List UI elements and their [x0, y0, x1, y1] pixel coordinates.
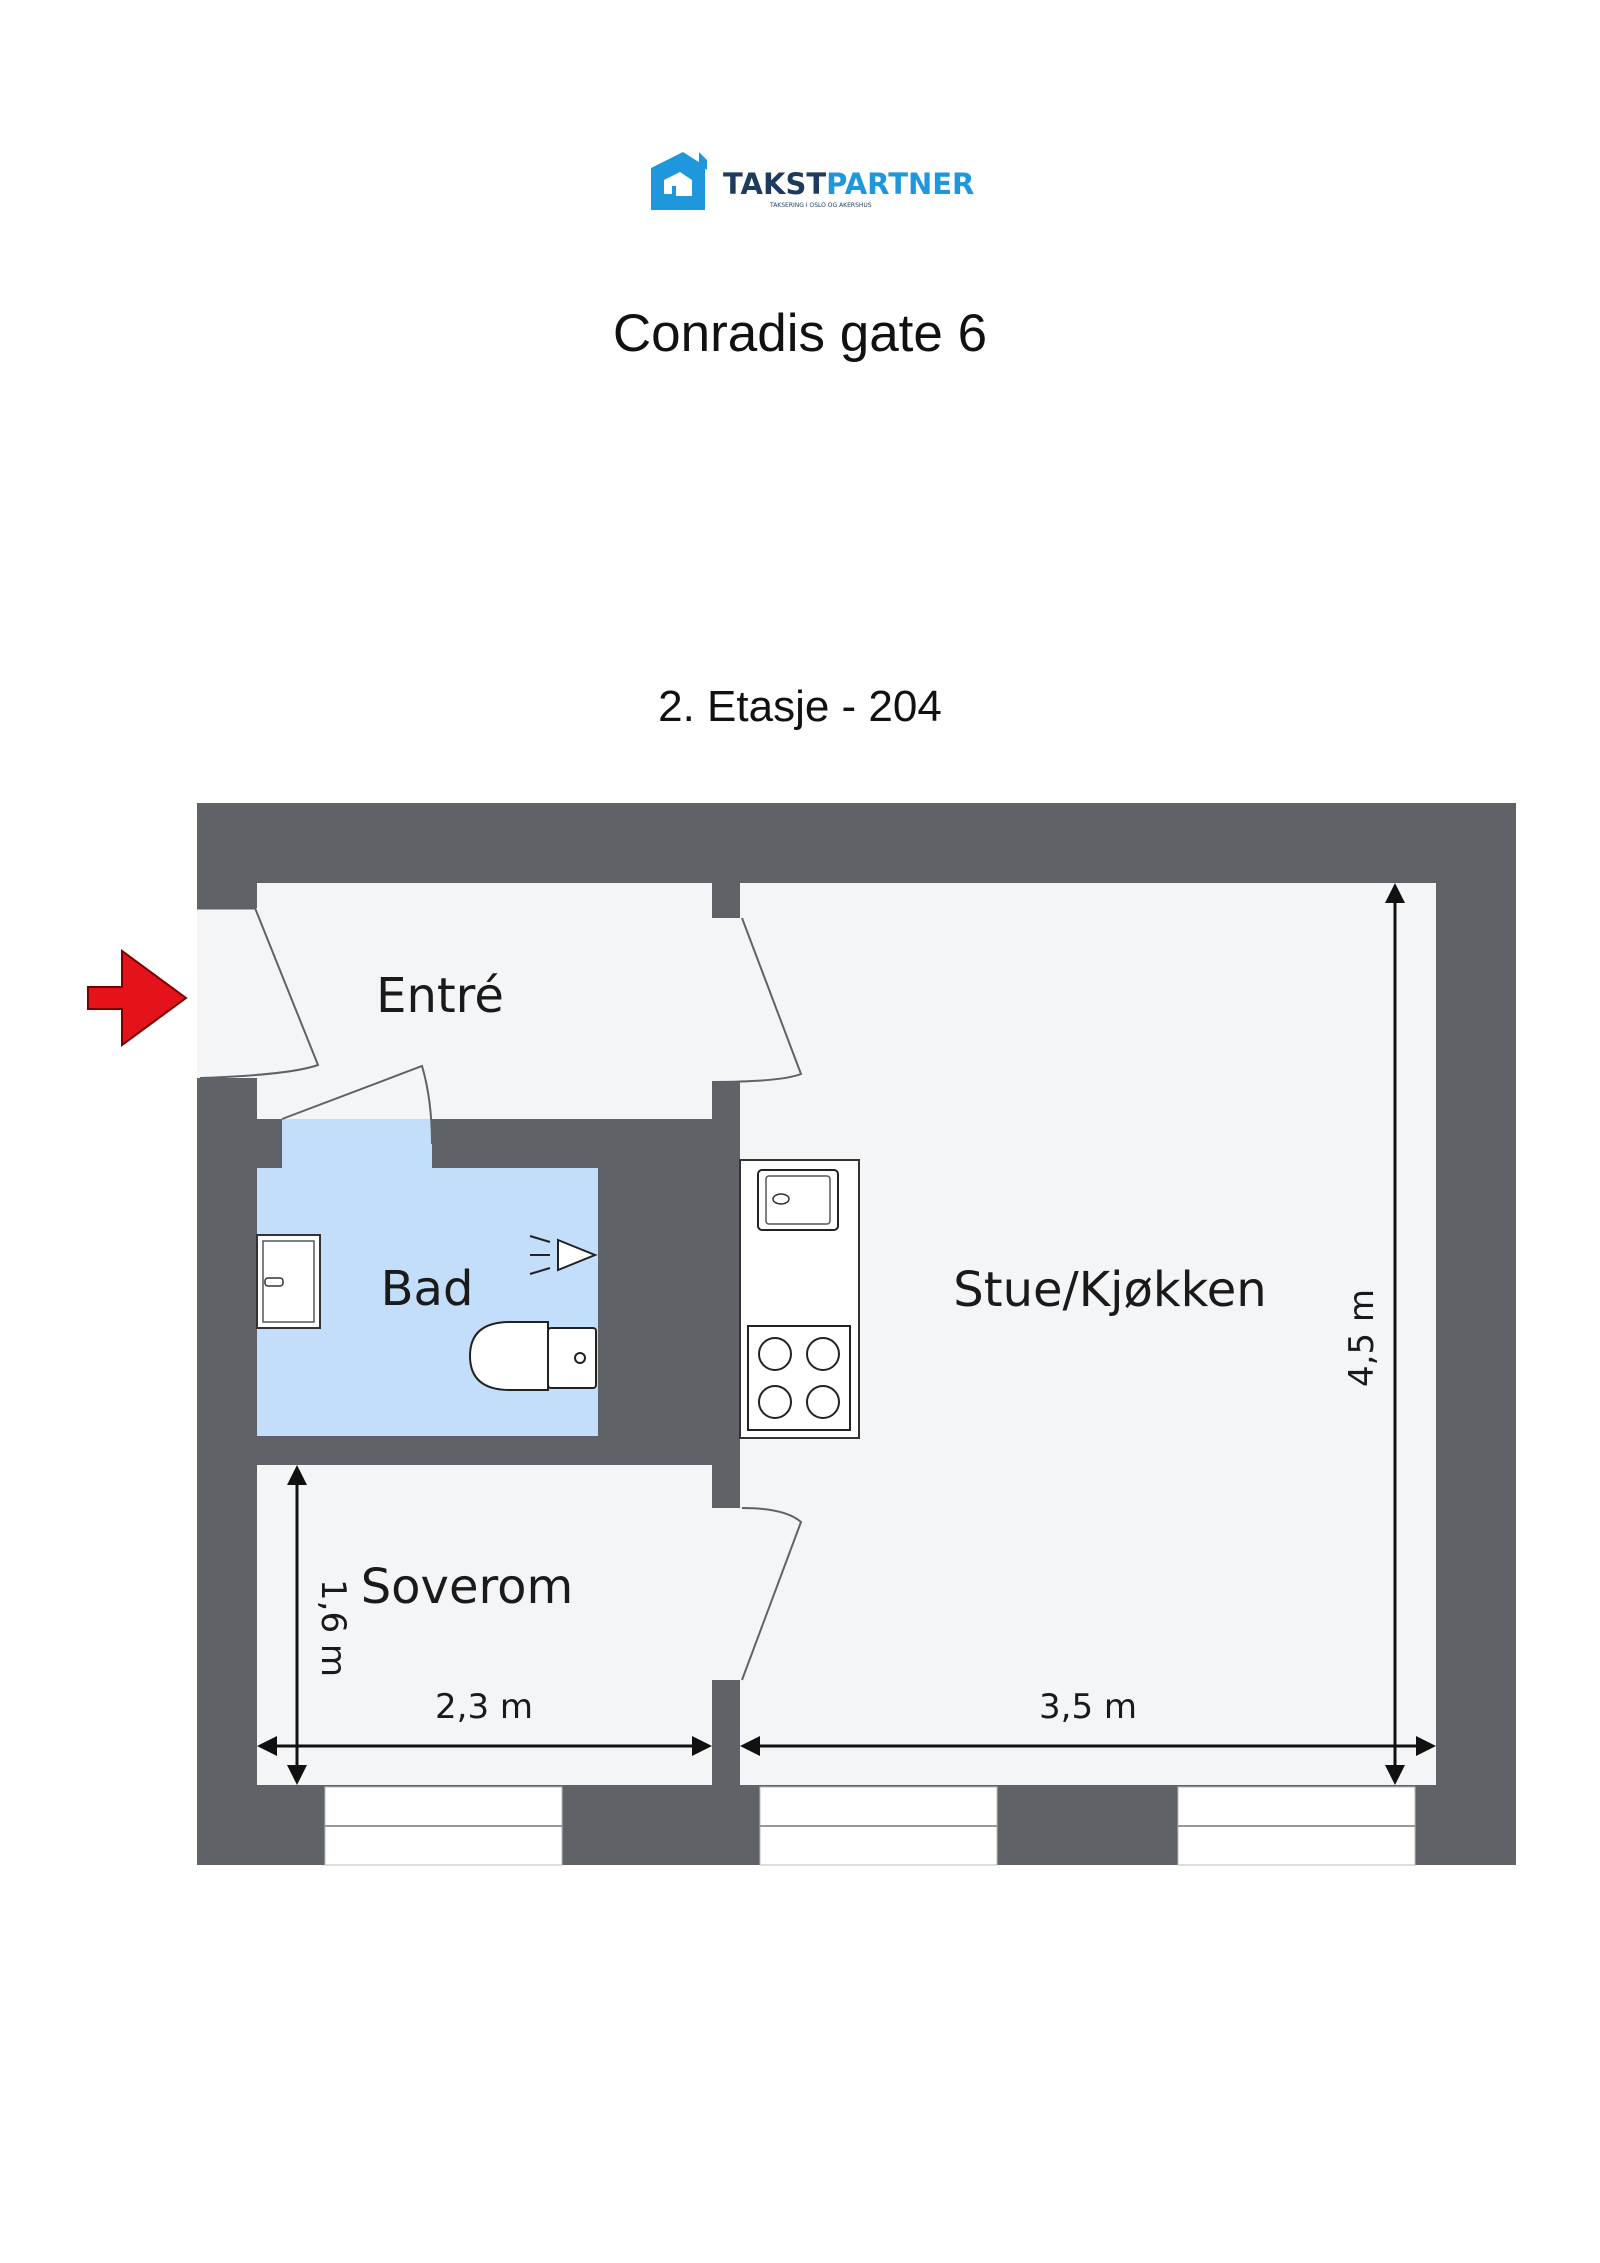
kitchen-counter [739, 1159, 860, 1439]
dim-label-stue-depth: 4,5 m [1342, 1289, 1382, 1387]
bad-door-gap [282, 1119, 432, 1170]
room-label-soverom: Soverom [361, 1559, 574, 1615]
entrance-arrow-icon [87, 949, 188, 1047]
soverom-stue-door [741, 1507, 803, 1681]
kitchen-sink-icon [757, 1169, 839, 1231]
room-label-entre: Entré [376, 968, 504, 1024]
doors [197, 906, 803, 1681]
entre-door-opening [197, 908, 259, 1078]
dim-label-soverom-depth: 1,6 m [313, 1579, 353, 1677]
entre-floor [257, 883, 712, 1119]
room-label-bad: Bad [381, 1261, 474, 1317]
entrance-door [199, 907, 320, 1079]
logo-brand-part1: TAKST [723, 167, 826, 201]
soverom-floor [257, 1465, 712, 1785]
logo-tagline: TAKSERING I OSLO OG AKERSHUS [769, 202, 872, 209]
soverom-stue-door-gap [710, 1508, 742, 1680]
shower-icon [529, 1235, 598, 1275]
bathroom-door [281, 1064, 433, 1145]
sink-icon [256, 1234, 321, 1329]
toilet-icon [468, 1321, 597, 1391]
page-title: Conradis gate 6 [613, 304, 987, 363]
logo: TAKSTPARTNER TAKSERING I OSLO OG AKERSHU… [651, 152, 974, 210]
logo-brand-part2: PARTNER [826, 167, 974, 201]
house-icon [651, 152, 707, 210]
stove-icon [747, 1325, 851, 1431]
floors [197, 883, 1436, 1785]
entre-stue-door [711, 917, 803, 1083]
windows [324, 1786, 1416, 1866]
dim-label-soverom-width: 2,3 m [435, 1687, 533, 1727]
room-label-stue-kjokken: Stue/Kjøkken [953, 1262, 1266, 1318]
svg-text:TAKSTPARTNER: TAKSTPARTNER [723, 167, 974, 201]
entre-stue-door-gap [710, 918, 742, 1082]
dim-label-stue-width: 3,5 m [1039, 1687, 1137, 1727]
dimension-lines [257, 883, 1436, 1785]
floor-label: 2. Etasje - 204 [658, 682, 942, 731]
